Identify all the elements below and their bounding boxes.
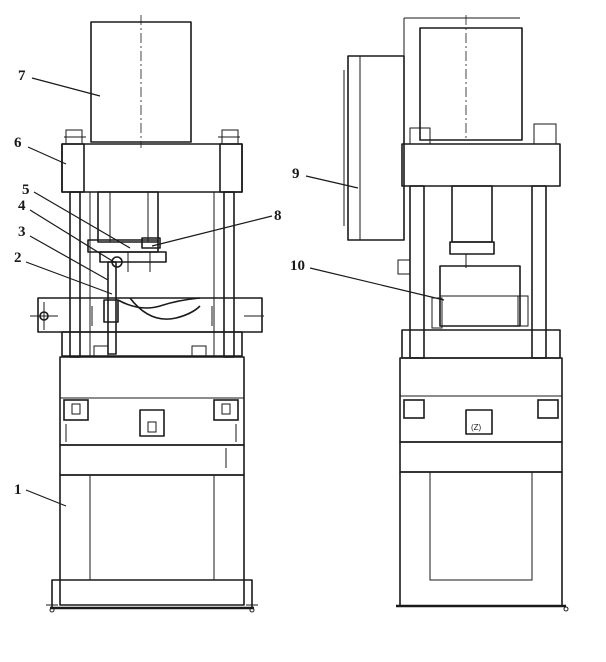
- callout-1: 1: [14, 482, 22, 498]
- callout-4: 4: [18, 198, 26, 214]
- ejector-rod: [107, 261, 117, 355]
- side-view: (Z): [343, 15, 569, 612]
- callout-6: 6: [14, 135, 22, 151]
- front-view: [30, 15, 264, 613]
- callout-2: 2: [14, 250, 22, 266]
- callout-5: 5: [22, 182, 30, 198]
- callout-7: 7: [18, 68, 26, 84]
- base-frame: [59, 474, 245, 606]
- callout-9: 9: [292, 166, 300, 182]
- motor-unit: [347, 55, 405, 241]
- callout-labels: 1 2 3 4 5 6 7 8 9 10: [14, 68, 445, 507]
- callout-10: 10: [290, 258, 305, 274]
- side-cylinder: [419, 27, 523, 141]
- side-view-mark: (Z): [471, 423, 482, 432]
- callout-8: 8: [274, 208, 282, 224]
- callout-3: 3: [18, 224, 26, 240]
- top-crown: [61, 143, 243, 193]
